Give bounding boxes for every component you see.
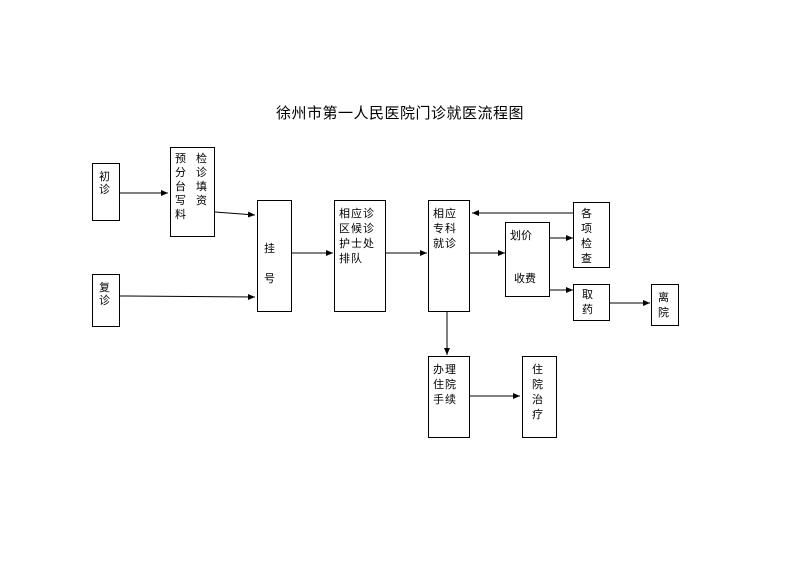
node-banli: [428, 356, 470, 438]
node-zhuyuan: [522, 356, 557, 438]
node-gexiang: [573, 202, 610, 268]
node-zhuanke: [428, 200, 470, 312]
node-huajia-shoufei: [505, 222, 550, 297]
node-zhuyuan-label: 住院治疗: [532, 363, 543, 421]
node-gexiang-label: 各项检查: [581, 207, 592, 265]
node-guahao-label: 挂号: [264, 242, 275, 285]
arrow-yufen-to-guahao: [214, 211, 256, 218]
node-yufen-right-label: 检诊填资: [196, 152, 207, 207]
node-guahao: [257, 200, 292, 312]
node-quyao: [573, 284, 610, 321]
node-liyuan-label: 离院: [658, 291, 669, 319]
node-fuzhen: [92, 274, 120, 327]
node-houzhen-label: 相应诊区候诊护士处排队: [339, 207, 375, 265]
node-huajia-label: 划价: [510, 229, 532, 242]
node-zhuanke-label: 相应专科就诊: [433, 207, 457, 250]
node-chuzhen-label: 初诊: [99, 170, 110, 196]
node-yufen-left-label: 预分台写料: [175, 152, 186, 221]
node-yufen: [170, 147, 215, 237]
node-quyao-label: 取药: [582, 288, 593, 316]
node-banli-label: 办理住院手续: [433, 363, 457, 406]
diagram-title: 徐州市第一人民医院门诊就医流程图: [275, 104, 524, 122]
arrow-fuzhen-to-guahao: [119, 293, 256, 300]
node-houzhen: [334, 200, 386, 312]
node-shoufei-label: 收费: [514, 272, 536, 285]
node-liyuan: [651, 284, 679, 326]
node-fuzhen-label: 复诊: [99, 281, 110, 307]
node-chuzhen: [92, 163, 120, 221]
